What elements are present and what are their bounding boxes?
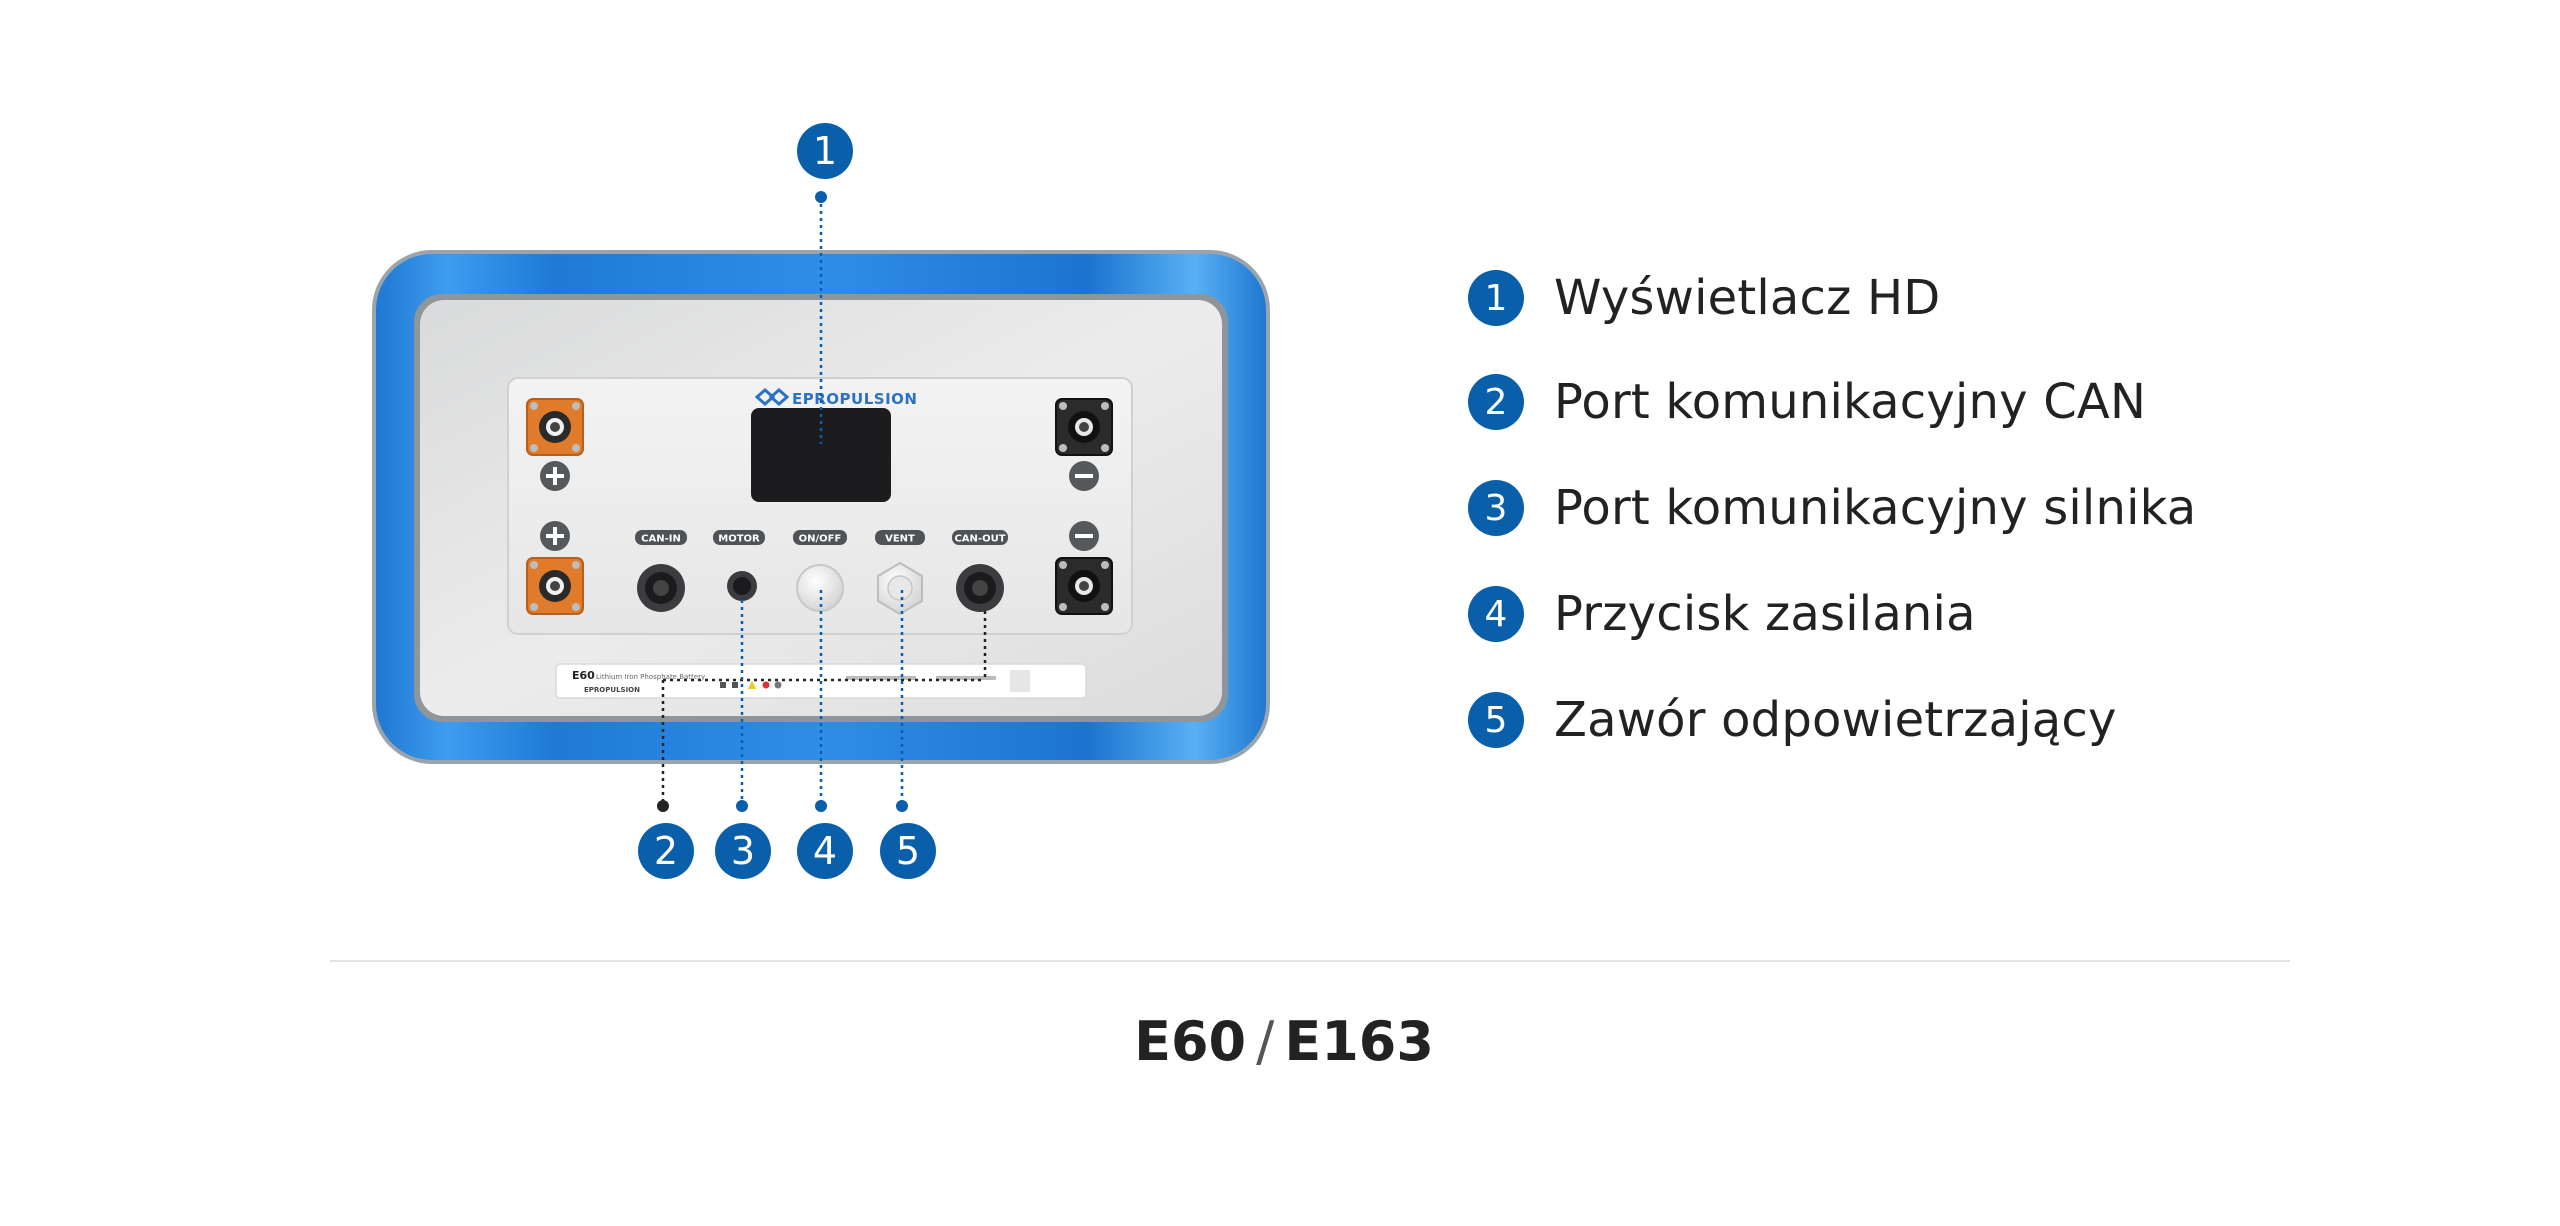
- callout-badge-4: 4: [797, 823, 853, 879]
- model-names: E60/E163: [0, 1010, 2560, 1073]
- brand-logo: EPROPULSION: [754, 388, 917, 408]
- svg-text:ON/OFF: ON/OFF: [799, 534, 842, 545]
- brand-logo-icon: [754, 388, 790, 406]
- can-in-port: [637, 564, 685, 612]
- legend-item: 3 Port komunikacyjny silnika: [1468, 478, 2196, 538]
- positive-terminal-top: [526, 398, 584, 456]
- callout-badge-3: 3: [715, 823, 771, 879]
- callout-leader-3: [736, 600, 748, 812]
- motor-port: [727, 571, 757, 601]
- negative-terminal-top: [1055, 398, 1113, 456]
- legend-number-badge: 4: [1468, 586, 1524, 642]
- legend-item: 5 Zawór odpowietrzający: [1468, 690, 2117, 750]
- svg-text:1: 1: [813, 129, 837, 173]
- legend-label: Przycisk zasilania: [1554, 586, 1976, 642]
- positive-terminal-bottom: [526, 557, 584, 615]
- legend-number-badge: 3: [1468, 480, 1524, 536]
- battery-illustration: EPROPULSION: [372, 123, 1270, 879]
- brand-logo-text: EPROPULSION: [792, 390, 917, 408]
- svg-text:4: 4: [813, 829, 837, 873]
- minus-icon: [1069, 521, 1099, 551]
- callout-badge-2: 2: [638, 823, 694, 879]
- svg-text:E60: E60: [572, 669, 595, 682]
- svg-text:Lithium Iron Phosphate Battery: Lithium Iron Phosphate Battery: [596, 673, 705, 681]
- callout-badge-5: 5: [880, 823, 936, 879]
- port-label-motor: MOTOR: [713, 530, 765, 545]
- svg-text:5: 5: [896, 829, 920, 873]
- legend-label: Wyświetlacz HD: [1554, 270, 1941, 326]
- legend-item: 2 Port komunikacyjny CAN: [1468, 372, 2146, 432]
- callout-leader-2: [657, 611, 987, 812]
- port-label-on-off: ON/OFF: [793, 530, 847, 545]
- model-separator: /: [1256, 1010, 1275, 1073]
- port-label-can-in: CAN-IN: [635, 530, 687, 545]
- plus-icon: [540, 461, 570, 491]
- legend-number-badge: 2: [1468, 374, 1524, 430]
- negative-terminal-bottom: [1055, 557, 1113, 615]
- legend-item: 4 Przycisk zasilania: [1468, 584, 1976, 644]
- plus-icon: [540, 521, 570, 551]
- port-label-can-out: CAN-OUT: [952, 530, 1008, 545]
- svg-text:VENT: VENT: [885, 534, 915, 545]
- can-out-port: [956, 564, 1004, 612]
- svg-text:3: 3: [731, 829, 755, 873]
- svg-text:EPROPULSION: EPROPULSION: [584, 686, 640, 694]
- model-name-e163: E163: [1284, 1010, 1434, 1073]
- callout-badge-1: 1: [797, 123, 853, 179]
- svg-text:CAN-OUT: CAN-OUT: [954, 534, 1005, 545]
- port-label-vent: VENT: [875, 530, 925, 545]
- svg-text:MOTOR: MOTOR: [718, 534, 760, 545]
- legend-number-badge: 5: [1468, 692, 1524, 748]
- divider: [330, 960, 2290, 962]
- vent-valve: [877, 561, 923, 616]
- legend-label: Port komunikacyjny CAN: [1554, 374, 2147, 430]
- callout-leader-5: [896, 590, 908, 812]
- hd-display: [751, 408, 891, 502]
- svg-text:CAN-IN: CAN-IN: [641, 534, 681, 545]
- legend-label: Zawór odpowietrzający: [1554, 692, 2117, 748]
- callout-leader-1: [815, 191, 827, 444]
- legend-label: Port komunikacyjny silnika: [1554, 480, 2197, 536]
- legend-item: 1 Wyświetlacz HD: [1468, 268, 1940, 328]
- callout-leader-4: [815, 590, 827, 812]
- legend-number-badge: 1: [1468, 270, 1524, 326]
- model-name-e60: E60: [1134, 1010, 1247, 1073]
- minus-icon: [1069, 461, 1099, 491]
- svg-text:2: 2: [654, 829, 678, 873]
